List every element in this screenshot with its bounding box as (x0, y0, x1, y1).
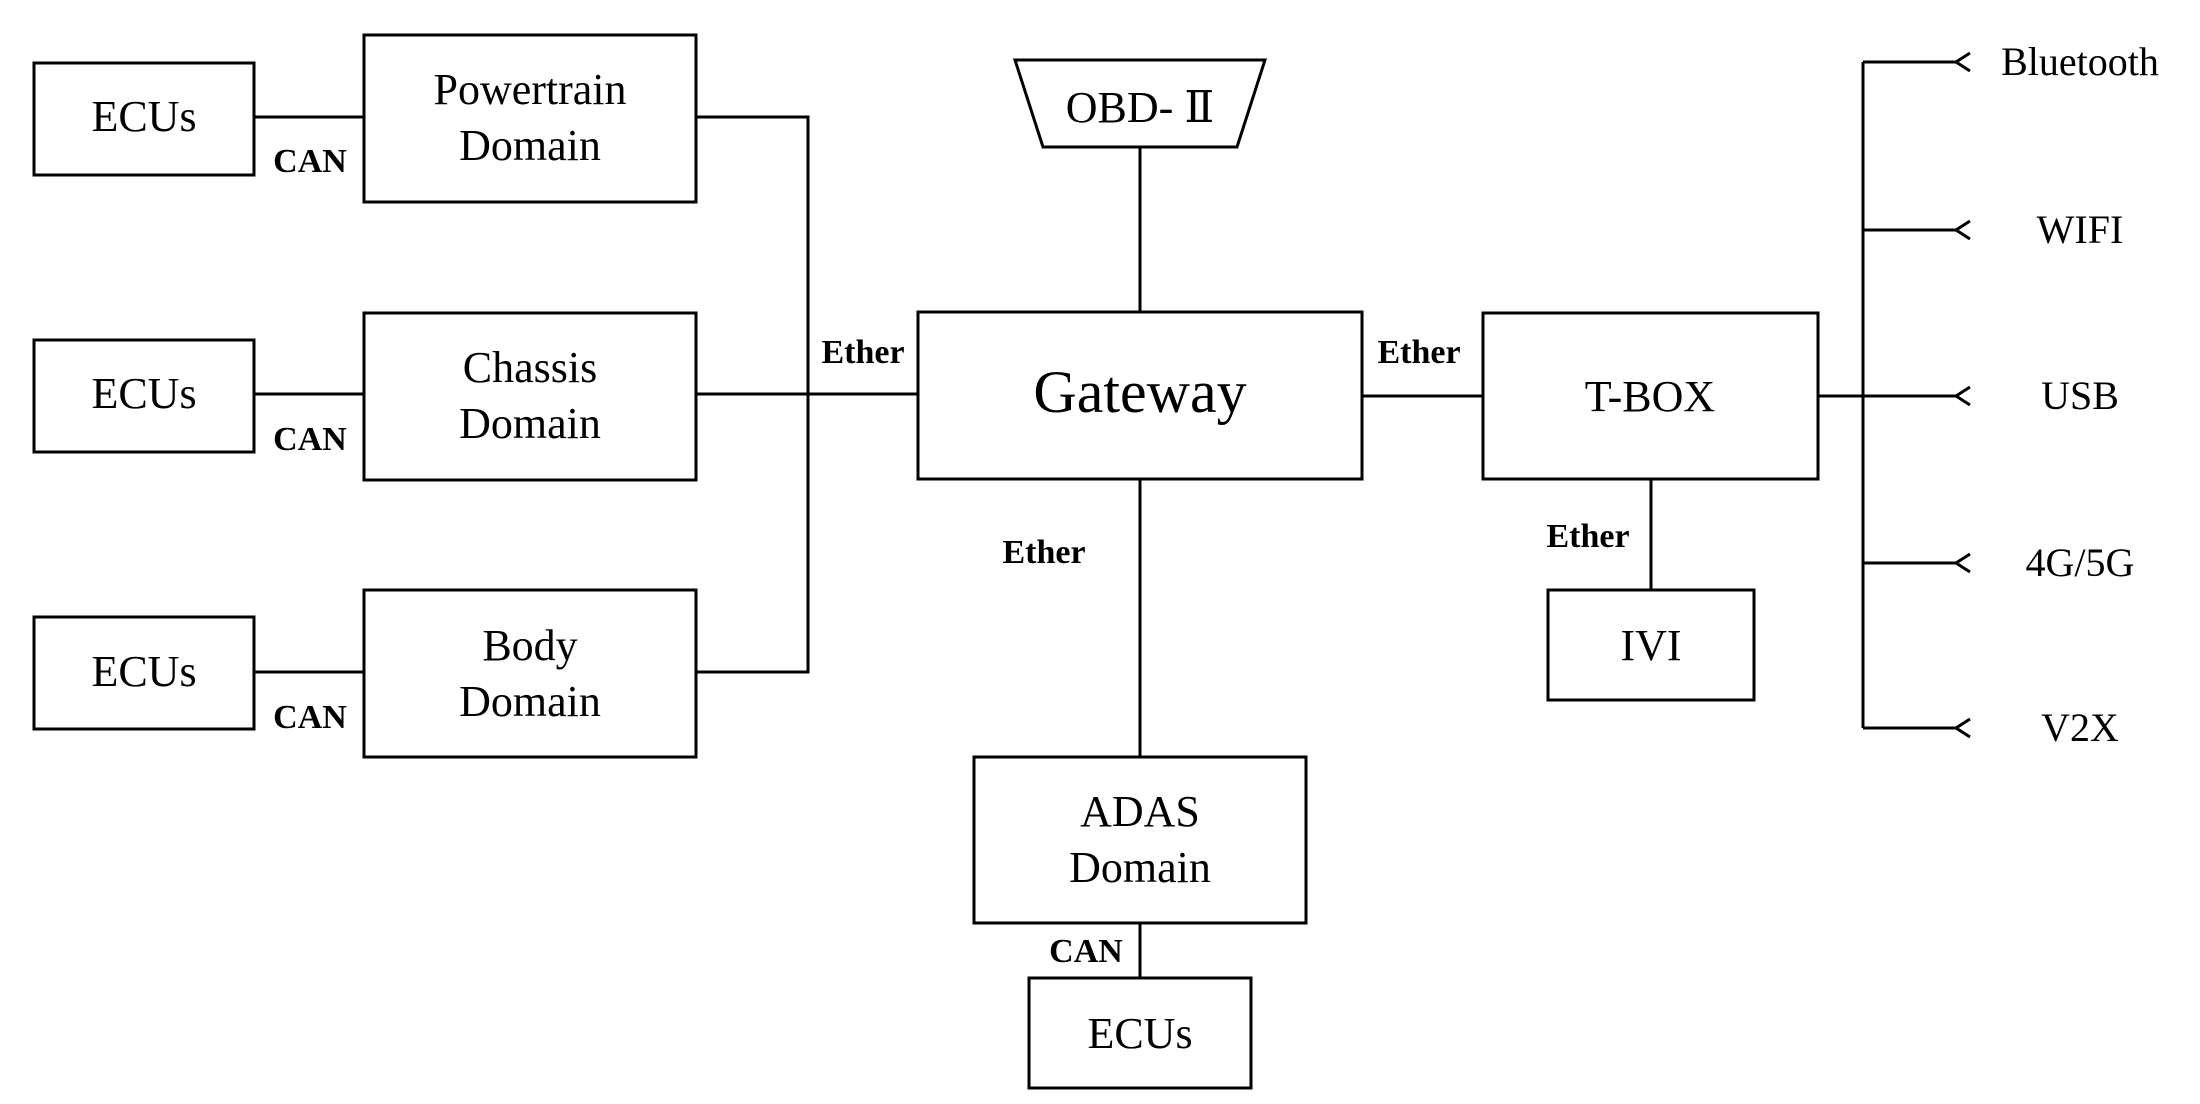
ecus-body-node: ECUs (32, 615, 256, 731)
can-label-chassis: CAN (273, 421, 347, 458)
adas-domain-subtitle: Domain (1069, 843, 1211, 892)
tbox-node: T-BOX (1481, 311, 1820, 481)
ether-label-tbox: Ether (1377, 334, 1460, 371)
ivi-node: IVI (1546, 588, 1756, 702)
chassis-domain-node: Chassis Domain (362, 311, 698, 482)
ecus-adas-node: ECUs (1027, 976, 1253, 1090)
ecus-powertrain-node: ECUs (32, 61, 256, 177)
obd-port-label: OBD- Ⅱ (1066, 83, 1214, 132)
chassis-domain-subtitle: Domain (459, 399, 601, 448)
can-label-body: CAN (273, 699, 347, 736)
ecus-chassis-label: ECUs (91, 369, 196, 418)
ecus-adas-label: ECUs (1087, 1009, 1192, 1058)
interface-wifi: WIFI (2037, 207, 2124, 252)
adas-domain-title: ADAS (1080, 787, 1200, 836)
body-domain-subtitle: Domain (459, 677, 601, 726)
external-interfaces: Bluetooth WIFI USB 4G/5G V2X (2001, 39, 2159, 750)
gateway-node: Gateway (916, 310, 1364, 481)
powertrain-domain-subtitle: Domain (459, 121, 601, 170)
tbox-label: T-BOX (1585, 372, 1715, 421)
ether-label-adas: Ether (1002, 534, 1085, 571)
ether-label-ivi: Ether (1546, 518, 1629, 555)
ivi-label: IVI (1620, 621, 1681, 670)
adas-domain-node: ADAS Domain (972, 755, 1308, 925)
interface-bluetooth: Bluetooth (2001, 39, 2159, 84)
can-label-powertrain: CAN (273, 143, 347, 180)
body-domain-title: Body (482, 621, 577, 670)
ether-label-domains: Ether (821, 334, 904, 371)
gateway-label: Gateway (1033, 359, 1246, 425)
ecus-powertrain-label: ECUs (91, 92, 196, 141)
connector-lines (254, 51, 1971, 978)
powertrain-domain-node: Powertrain Domain (362, 33, 698, 204)
interface-v2x: V2X (2041, 705, 2119, 750)
ecus-body-label: ECUs (91, 647, 196, 696)
connection-labels: CAN CAN CAN CAN Ether Ether Ether Ether (273, 143, 1629, 970)
interface-usb: USB (2041, 373, 2119, 418)
can-label-adas: CAN (1049, 933, 1123, 970)
chassis-domain-title: Chassis (463, 343, 597, 392)
ecus-chassis-node: ECUs (32, 338, 256, 454)
powertrain-domain-title: Powertrain (433, 65, 626, 114)
interface-4g5g: 4G/5G (2026, 540, 2135, 585)
body-domain-node: Body Domain (362, 588, 698, 759)
obd-port-node: OBD- Ⅱ (1012, 58, 1268, 149)
